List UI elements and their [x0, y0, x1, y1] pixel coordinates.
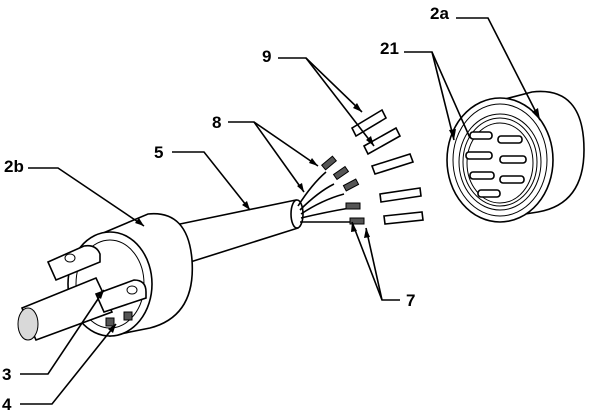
label-5: 5 — [154, 143, 163, 162]
label-8: 8 — [212, 113, 221, 132]
label-2a: 2a — [430, 4, 449, 23]
pins-21 — [465, 131, 527, 198]
label-9: 9 — [262, 47, 271, 66]
label-2b: 2b — [4, 157, 24, 176]
connector-body-2b — [17, 212, 194, 342]
label-21: 21 — [380, 39, 399, 58]
wires-8 — [297, 155, 365, 225]
label-7: 7 — [406, 291, 415, 310]
sleeves-9 — [350, 108, 424, 225]
label-3: 3 — [2, 365, 11, 384]
leader-lines — [20, 17, 541, 405]
label-4: 4 — [2, 395, 12, 414]
cable-5 — [179, 199, 304, 266]
connector-head-2a — [446, 90, 585, 223]
clamp-3 — [46, 244, 147, 313]
screws-4 — [105, 311, 133, 327]
